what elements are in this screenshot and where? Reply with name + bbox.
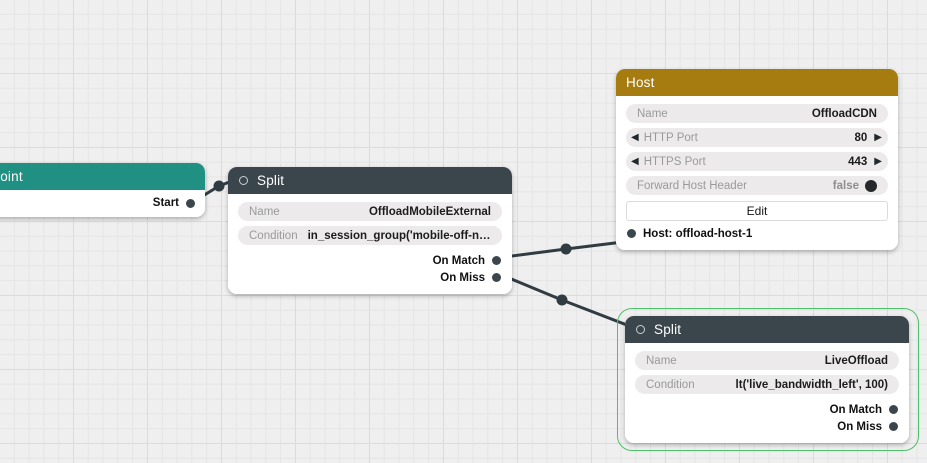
port-dot-icon[interactable] — [492, 273, 501, 282]
field-forward-host-header-label: Forward Host Header — [637, 179, 747, 192]
port-on-miss[interactable]: On Miss — [635, 418, 899, 435]
node-host-body: Name OffloadCDN ◀ HTTP Port 80 ▶ ◀ HTTPS… — [616, 96, 898, 250]
stepper-increment-icon[interactable]: ▶ — [874, 155, 882, 167]
edge-midpoint-dot[interactable] — [556, 294, 568, 306]
port-entrypoint-start-label: Start — [152, 197, 179, 209]
field-host-name-label: Name — [637, 107, 668, 120]
field-name[interactable]: Name LiveOffload — [635, 351, 899, 370]
field-name-value: LiveOffload — [824, 354, 888, 367]
node-entrypoint[interactable]: Entrypoint Start — [0, 163, 205, 217]
port-on-miss[interactable]: On Miss — [238, 269, 502, 286]
node-split-main-header[interactable]: Split — [228, 167, 512, 194]
port-on-match[interactable]: On Match — [635, 401, 899, 418]
node-split-liveoffload[interactable]: Split Name LiveOffload Condition lt('liv… — [625, 316, 909, 443]
field-condition-label: Condition — [249, 229, 298, 242]
port-on-miss-label: On Miss — [837, 420, 882, 433]
node-entrypoint-header[interactable]: Entrypoint — [0, 163, 205, 190]
field-condition-value: lt('live_bandwidth_left', 100) — [735, 378, 888, 391]
port-on-match-label: On Match — [432, 254, 485, 267]
stepper-decrement-icon[interactable]: ◀ — [631, 131, 639, 143]
field-https-port[interactable]: ◀ HTTPS Port 443 ▶ — [626, 152, 888, 171]
port-host-input-label: Host: offload-host-1 — [643, 227, 753, 240]
stepper-increment-icon[interactable]: ▶ — [874, 131, 882, 143]
port-host-input[interactable]: Host: offload-host-1 — [626, 225, 888, 242]
field-name[interactable]: Name OffloadMobileExternal — [238, 202, 502, 221]
field-http-port[interactable]: ◀ HTTP Port 80 ▶ — [626, 128, 888, 147]
field-http-port-label: HTTP Port — [643, 131, 698, 144]
node-split-main-body: Name OffloadMobileExternal Condition in_… — [228, 194, 512, 294]
edge-split-main-onmatch-to-host — [502, 240, 625, 259]
field-condition[interactable]: Condition lt('live_bandwidth_left', 100) — [635, 375, 899, 394]
port-entrypoint-start[interactable]: Start — [0, 190, 205, 217]
node-split-live-header[interactable]: Split — [625, 316, 909, 343]
edge-midpoint-dot[interactable] — [560, 243, 572, 255]
port-on-miss-label: On Miss — [440, 271, 485, 284]
port-dot-icon[interactable] — [889, 405, 898, 414]
port-dot-icon[interactable] — [627, 229, 636, 238]
stepper-decrement-icon[interactable]: ◀ — [631, 155, 639, 167]
node-host-header[interactable]: Host — [616, 69, 898, 96]
circle-outline-icon — [239, 176, 248, 185]
toggle-switch-icon[interactable] — [865, 179, 877, 192]
node-host-title: Host — [626, 74, 655, 90]
port-on-match[interactable]: On Match — [238, 252, 502, 269]
field-name-label: Name — [646, 354, 677, 367]
field-forward-host-header[interactable]: Forward Host Header false — [626, 176, 888, 195]
node-split-offloadmobileexternal[interactable]: Split Name OffloadMobileExternal Conditi… — [228, 167, 512, 294]
port-dot-icon[interactable] — [492, 256, 501, 265]
field-name-label: Name — [249, 205, 280, 218]
field-https-port-label: HTTPS Port — [643, 155, 706, 168]
edit-button[interactable]: Edit — [626, 201, 888, 221]
port-dot-icon[interactable] — [889, 422, 898, 431]
field-condition[interactable]: Condition in_session_group('mobile-off-n… — [238, 226, 502, 245]
port-on-match-label: On Match — [829, 403, 882, 416]
field-name-value: OffloadMobileExternal — [368, 205, 491, 218]
node-split-live-body: Name LiveOffload Condition lt('live_band… — [625, 343, 909, 443]
field-condition-value: in_session_group('mobile-off-net') — [307, 229, 491, 242]
field-https-port-value: 443 — [848, 155, 868, 168]
field-http-port-value: 80 — [854, 131, 868, 144]
field-host-name[interactable]: Name OffloadCDN — [626, 104, 888, 123]
edge-midpoint-dot[interactable] — [213, 180, 225, 192]
node-entrypoint-title: Entrypoint — [0, 168, 23, 184]
circle-outline-icon — [636, 325, 645, 334]
field-condition-label: Condition — [646, 378, 695, 391]
node-split-live-title: Split — [654, 321, 682, 337]
node-host-offloadcdn[interactable]: Host Name OffloadCDN ◀ HTTP Port 80 ▶ ◀ … — [616, 69, 898, 250]
port-dot-icon[interactable] — [186, 198, 195, 208]
node-split-main-title: Split — [257, 172, 285, 188]
field-host-name-value: OffloadCDN — [811, 107, 877, 120]
edge-split-main-onmiss-to-split-live — [502, 274, 642, 332]
field-forward-host-header-value: false — [832, 179, 859, 192]
